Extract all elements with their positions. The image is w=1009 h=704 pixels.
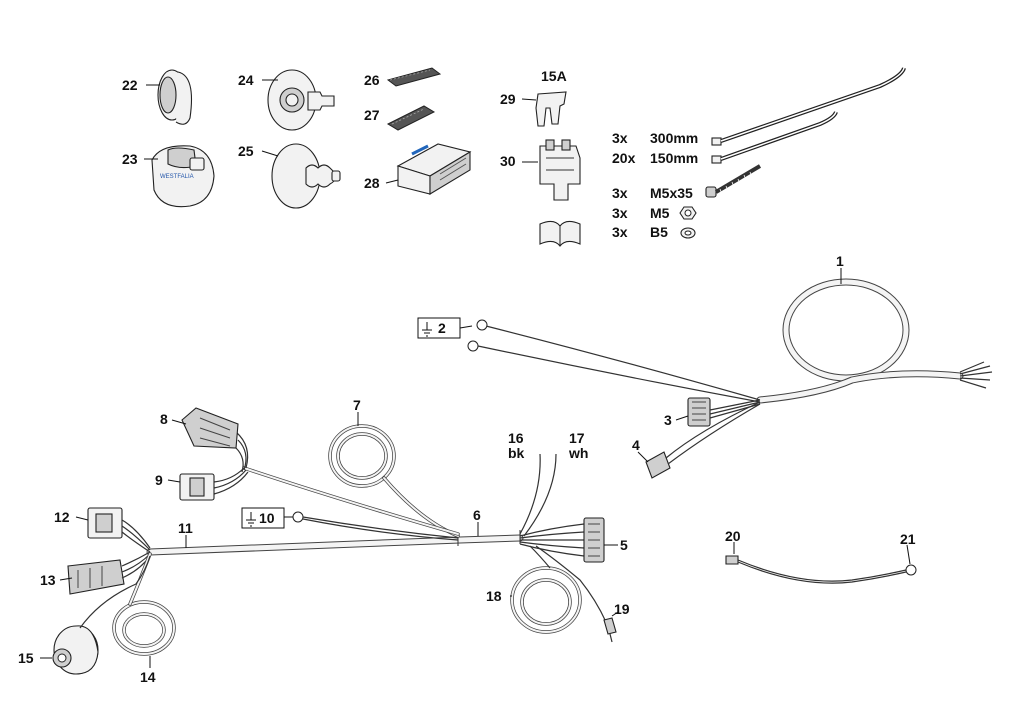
label-30: 30 bbox=[500, 153, 516, 169]
hw-qty-1: 3x bbox=[612, 130, 628, 146]
hw-spec-5: B5 bbox=[650, 224, 668, 240]
screw-m5x35 bbox=[705, 164, 762, 198]
part-5-connector bbox=[583, 517, 605, 563]
label-13: 13 bbox=[40, 572, 56, 588]
part-22-gasket bbox=[157, 69, 193, 125]
manual-book-icon bbox=[539, 220, 581, 247]
part-8-connector bbox=[181, 407, 239, 449]
part-28-control-module bbox=[396, 143, 472, 195]
hw-spec-4: M5 bbox=[650, 205, 670, 221]
label-11: 11 bbox=[178, 520, 193, 536]
label-25: 25 bbox=[238, 143, 254, 159]
label-16-color: bk bbox=[508, 445, 525, 461]
label-3: 3 bbox=[664, 412, 672, 428]
part-7-cable-coil bbox=[328, 424, 460, 538]
hw-spec-2: 150mm bbox=[650, 150, 698, 166]
ground-badge-10: 10 bbox=[241, 507, 285, 529]
part-1-main-cable-coil bbox=[756, 278, 993, 404]
cable-tie-300mm bbox=[711, 67, 906, 146]
part-2-ground-wires bbox=[467, 319, 761, 403]
cable-tie-150mm bbox=[711, 111, 838, 164]
hw-spec-1: 300mm bbox=[650, 130, 698, 146]
label-2: 2 bbox=[438, 320, 446, 336]
nut-m5 bbox=[679, 206, 697, 220]
label-7: 7 bbox=[353, 397, 361, 413]
part-30-fuse-holder bbox=[539, 139, 581, 201]
label-18: 18 bbox=[486, 588, 502, 604]
part-19-terminal bbox=[603, 617, 617, 643]
part-12-connector bbox=[87, 507, 151, 553]
harness-branch-8-9 bbox=[213, 431, 460, 536]
label-1: 1 bbox=[836, 253, 844, 269]
hw-spec-3: M5x35 bbox=[650, 185, 693, 201]
label-15: 15 bbox=[18, 650, 34, 666]
part-6-11-harness-trunk bbox=[146, 523, 585, 557]
part-14-cable-coil bbox=[112, 552, 176, 656]
label-20: 20 bbox=[725, 528, 741, 544]
label-5: 5 bbox=[620, 537, 628, 553]
label-26: 26 bbox=[364, 72, 380, 88]
fuse-rating-text: 15A bbox=[541, 68, 567, 84]
label-4: 4 bbox=[632, 437, 640, 453]
label-23: 23 bbox=[122, 151, 138, 167]
label-16: 16 bbox=[508, 430, 524, 446]
part-15-buzzer bbox=[52, 555, 151, 675]
label-24: 24 bbox=[238, 72, 254, 88]
label-22: 22 bbox=[122, 77, 138, 93]
label-29: 29 bbox=[500, 91, 516, 107]
part-4-connector bbox=[645, 401, 761, 479]
label-17: 17 bbox=[569, 430, 585, 446]
label-27: 27 bbox=[364, 107, 380, 123]
part-9-connector bbox=[179, 473, 215, 501]
label-19: 19 bbox=[614, 601, 630, 617]
part-24-mount-plate bbox=[267, 69, 335, 131]
part-3-connector bbox=[687, 397, 761, 427]
part-16-17-wires bbox=[519, 453, 557, 537]
part-26-adhesive-pad bbox=[386, 67, 442, 87]
label-14: 14 bbox=[140, 669, 156, 685]
hw-qty-3: 3x bbox=[612, 185, 628, 201]
label-10: 10 bbox=[259, 510, 275, 526]
part-27-adhesive-pad bbox=[386, 105, 436, 131]
part-18-cable-coil bbox=[510, 545, 607, 634]
ground-badge-2: 2 bbox=[417, 317, 461, 339]
part-25-bellows-plate bbox=[271, 143, 341, 209]
part-13-connector bbox=[67, 551, 151, 595]
label-17-color: wh bbox=[568, 445, 588, 461]
hw-qty-5: 3x bbox=[612, 224, 628, 240]
socket-brand-text: WESTFALIA bbox=[160, 174, 194, 180]
part-23-socket: WESTFALIA bbox=[151, 145, 215, 208]
hw-qty-2: 20x bbox=[612, 150, 636, 166]
part-29-fuse bbox=[535, 91, 567, 127]
label-8: 8 bbox=[160, 411, 168, 427]
label-28: 28 bbox=[364, 175, 380, 191]
label-9: 9 bbox=[155, 472, 163, 488]
washer-b5 bbox=[680, 227, 696, 239]
label-6: 6 bbox=[473, 507, 481, 523]
hw-qty-4: 3x bbox=[612, 205, 628, 221]
part-20-21-jumper-wire bbox=[725, 555, 917, 584]
label-21: 21 bbox=[900, 531, 916, 547]
label-12: 12 bbox=[54, 509, 70, 525]
part-10-ground-wire bbox=[292, 511, 459, 541]
